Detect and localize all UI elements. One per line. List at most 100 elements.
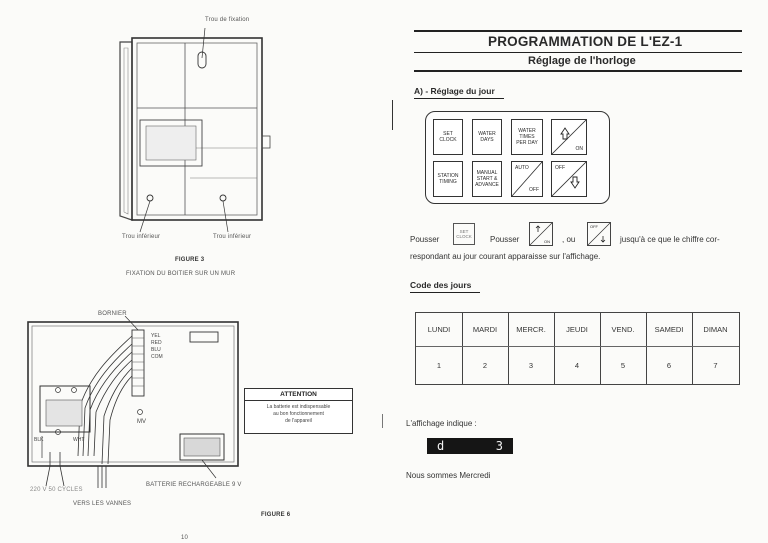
station-timing-key-label: TIMING: [439, 179, 457, 185]
water-times-key-label: PER DAY: [516, 140, 538, 146]
day-name-5: VEND.: [600, 313, 647, 346]
day-name-2: MARDI: [462, 313, 509, 346]
section-a-heading: A) - Réglage du jour: [414, 86, 495, 96]
label-trou-inferieur-right: Trou inférieur: [213, 234, 252, 240]
code-heading: Code des jours: [410, 280, 472, 290]
instruction-ou: , ou: [562, 235, 576, 244]
binding-mark: [392, 100, 393, 130]
lcd-display: d 3: [427, 438, 513, 454]
figure-6-label: FIGURE 6: [261, 512, 291, 518]
attention-line-1: La batterie est indispensable: [266, 404, 331, 410]
attention-box: ATTENTION La batterie est indispensable …: [244, 388, 353, 434]
figure-3-caption: FIXATION DU BOITIER SUR UN MUR: [126, 271, 236, 277]
inline-down-key: OFF: [587, 222, 611, 246]
code-heading-underline: [410, 292, 480, 293]
figure-3-label: FIGURE 3: [175, 257, 205, 263]
figure-3-drawing: [119, 28, 271, 233]
day-code-2: 2: [462, 347, 509, 384]
instruction-jusqua: jusqu'à ce que le chiffre cor-: [620, 235, 720, 244]
off-label: OFF: [590, 224, 598, 229]
affichage-label: L'affichage indique :: [406, 419, 477, 428]
water-days-key-label: DAYS: [480, 137, 494, 143]
auto-off-key[interactable]: AUTO OFF: [511, 161, 543, 197]
label-vannes: VERS LES VANNES: [73, 501, 132, 507]
page-number: 10: [181, 535, 189, 541]
conclusion-text: Nous sommes Mercredi: [406, 471, 491, 480]
wire-label-yel: YEL: [151, 333, 161, 339]
day-code-6: 6: [646, 347, 693, 384]
off-down-key[interactable]: OFF: [551, 161, 587, 197]
water-times-key-label: WATER: [518, 128, 536, 134]
days-table-divider: [416, 346, 739, 347]
day-name-4: JEUDI: [554, 313, 601, 346]
page-subtitle: Réglage de l'horloge: [528, 55, 636, 67]
wire-label-com: COM: [151, 354, 163, 360]
lcd-right-digit: 3: [495, 439, 503, 453]
lcd-left-digit: d: [437, 439, 445, 453]
off-label: OFF: [529, 187, 539, 193]
up-on-key[interactable]: ON: [551, 119, 587, 155]
manual-start-key-label: MANUAL: [476, 170, 498, 176]
set-clock-key-label: CLOCK: [439, 137, 457, 143]
attention-title: ATTENTION: [245, 389, 352, 401]
label-trou-inferieur-left: Trou inférieur: [122, 234, 161, 240]
day-name-6: SAMEDI: [646, 313, 693, 346]
day-name-1: LUNDI: [416, 313, 463, 346]
water-times-key-label: TIMES: [519, 134, 535, 140]
station-timing-key-label: STATION: [437, 173, 459, 179]
instruction-pousser-1: Pousser: [410, 235, 440, 244]
manual-start-key-label: ADVANCE: [475, 182, 499, 188]
label-bornier: BORNIER: [98, 311, 127, 317]
on-label: ON: [544, 239, 550, 244]
page-title: PROGRAMMATION DE L'EZ-1: [488, 34, 683, 49]
water-days-key-label: WATER: [478, 131, 496, 137]
day-code-5: 5: [600, 347, 647, 384]
manual-start-key-label: START &: [476, 176, 498, 182]
days-table: LUNDI MARDI MERCR. JEUDI VEND. SAMEDI DI…: [415, 312, 740, 385]
day-code-7: 7: [713, 361, 718, 370]
down-arrow-icon: [552, 162, 586, 196]
label-blk: BLK: [34, 437, 44, 443]
rule-top: [414, 30, 742, 32]
day-code-1: 1: [416, 347, 463, 384]
day-name-7: DIMAN: [703, 325, 728, 334]
day-name-3: MERCR.: [508, 313, 555, 346]
label-wht: WHT: [73, 437, 85, 443]
up-arrow-icon: [552, 120, 586, 154]
instruction-line-2: respondant au jour courant apparaisse su…: [410, 252, 601, 261]
label-battery: BATTERIE RECHARGEABLE 9 V: [146, 482, 242, 488]
label-mv: MV: [137, 419, 146, 425]
instruction-pousser-2: Pousser: [490, 235, 520, 244]
right-page: PROGRAMMATION DE L'EZ-1 Réglage de l'hor…: [384, 0, 768, 543]
section-a-underline: [414, 98, 504, 99]
off-label-2: OFF: [555, 165, 565, 171]
rule-mid: [414, 52, 742, 53]
binding-mark: [382, 414, 383, 428]
set-clock-key-label: SET: [443, 131, 453, 137]
inline-key-label: SET: [459, 229, 469, 234]
wire-label-blu: BLU: [151, 347, 161, 353]
up-arrow-icon: [530, 223, 552, 245]
inline-up-key: ON: [529, 222, 553, 246]
left-page: Trou de fixation Trou inférieur Trou inf…: [27, 17, 353, 541]
auto-label: AUTO: [515, 165, 529, 171]
on-label: ON: [575, 146, 584, 152]
diagonal-divider-icon: [512, 162, 542, 196]
day-code-3: 3: [508, 347, 555, 384]
attention-line-3: de l'appareil: [285, 418, 312, 424]
day-code-4: 4: [554, 347, 601, 384]
down-arrow-icon: [588, 223, 610, 245]
attention-line-2: au bon fonctionnement: [273, 411, 324, 417]
label-trou-fixation: Trou de fixation: [205, 17, 250, 23]
figure-6-drawing: [27, 316, 239, 488]
wire-label-red: RED: [151, 340, 162, 346]
rule-bottom: [414, 70, 742, 72]
inline-key-label: CLOCK: [456, 234, 472, 239]
